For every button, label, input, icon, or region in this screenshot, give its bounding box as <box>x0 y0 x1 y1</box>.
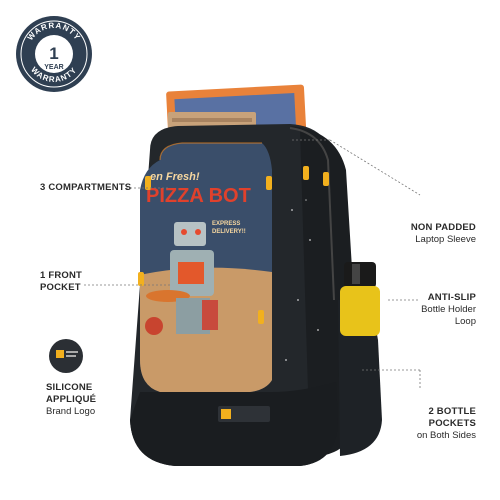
pizza-robot <box>146 222 218 334</box>
label-compartments-title: 3 COMPARTMENTS <box>40 182 132 193</box>
print-tag-2: DELIVERY!! <box>212 229 246 235</box>
water-bottle <box>340 262 380 336</box>
label-non-padded-title: NON PADDED <box>410 222 476 233</box>
label-silicone: SILICONE APPLIQUÉ Brand Logo <box>46 382 96 418</box>
label-bottle-pockets-title: 2 BOTTLE <box>428 406 476 417</box>
print-line-1: en Fresh! <box>150 171 200 183</box>
label-bottle-pockets-title2: POCKETS <box>428 418 476 429</box>
label-silicone-title2: APPLIQUÉ <box>46 394 97 405</box>
label-bottle-pockets-sub: on Both Sides <box>416 430 476 441</box>
warranty-badge: WARRANTY WARRANTY 1 YEAR <box>16 16 92 92</box>
label-anti-slip-sub: Bottle Holder <box>421 304 476 315</box>
label-silicone-title: SILICONE <box>46 382 93 393</box>
badge-unit: YEAR <box>44 64 63 71</box>
label-anti-slip-title: ANTI-SLIP <box>427 292 476 303</box>
print-line-2: PIZZA BOT <box>146 185 251 207</box>
badge-number: 1 <box>49 44 58 63</box>
label-bottle-pockets: 2 BOTTLE POCKETS on Both Sides <box>417 406 476 442</box>
label-front-pocket: 1 FRONT POCKET <box>40 270 82 294</box>
callout-lines <box>84 139 421 390</box>
zipper-pulls <box>138 166 329 324</box>
label-front-pocket-title: 1 FRONT <box>40 270 83 281</box>
label-compartments: 3 COMPARTMENTS <box>40 182 131 194</box>
print-tag-1: EXPRESS <box>212 221 240 227</box>
label-anti-slip-sub2: Loop <box>454 316 476 327</box>
silicone-logo-sample <box>49 339 83 373</box>
side-bottle-pocket <box>338 300 382 456</box>
label-non-padded-sub: Laptop Sleeve <box>415 234 476 245</box>
label-anti-slip: ANTI-SLIP Bottle Holder Loop <box>421 292 476 328</box>
label-front-pocket-title2: POCKET <box>40 282 81 293</box>
label-silicone-sub: Brand Logo <box>46 406 96 417</box>
label-non-padded: NON PADDED Laptop Sleeve <box>411 222 476 246</box>
